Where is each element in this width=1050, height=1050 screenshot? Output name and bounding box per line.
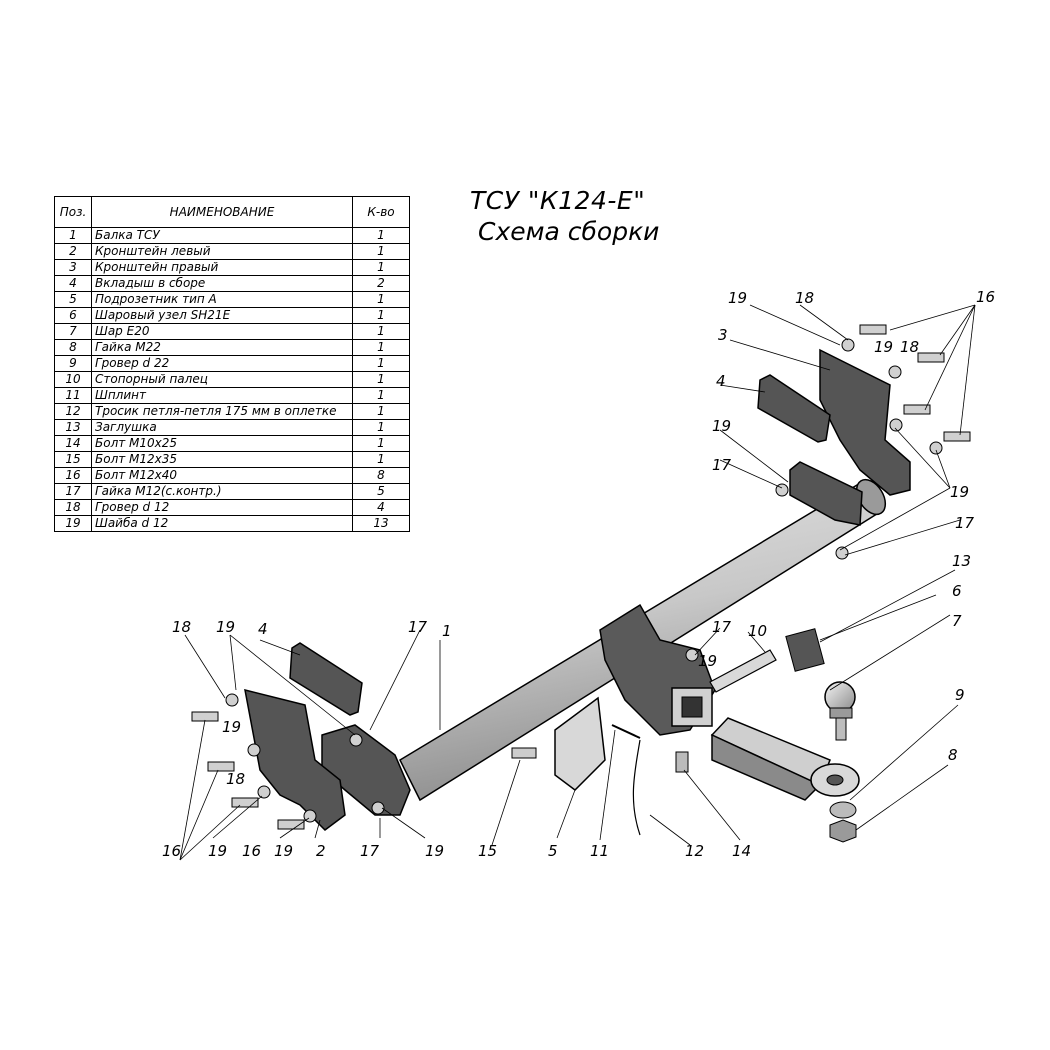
callout-10: 10 [748,622,767,640]
callout-3: 3 [718,326,728,344]
part-name: Вкладыш в сборе [91,275,353,292]
callout-17-a: 17 [408,618,428,636]
bolt-m10 [675,751,689,773]
bolt-m12x35 [511,747,537,759]
callout-5: 5 [548,842,558,860]
callout-17-b: 17 [360,842,380,860]
fasteners [191,324,971,830]
callout-19-b: 19 [222,718,241,736]
ball-mount [710,717,860,801]
callout-18-b: 18 [226,770,245,788]
drawing-title: ТСУ "К124-Е" [470,186,646,215]
callout-7: 7 [952,612,962,630]
callout-17-d: 17 [712,456,732,474]
callout-18-a: 18 [172,618,191,636]
part-name: Болт М12х40 [91,467,353,484]
plug [785,628,825,672]
callout-15: 15 [478,842,497,860]
header-qty: К-во [352,196,410,228]
callout-9: 9 [955,686,965,704]
insert-right [757,374,831,443]
leader-lines [179,304,976,861]
callout-4-right: 4 [716,372,726,390]
callout-18-d: 18 [900,338,919,356]
callout-18-c: 18 [795,289,814,307]
part-name: Болт М12х35 [91,451,353,468]
callout-6: 6 [952,582,962,600]
bracket-right [819,348,911,496]
callout-4-left: 4 [258,620,268,638]
part-pos: 11 [54,387,92,404]
callout-17-c: 17 [712,618,732,636]
part-qty: 1 [352,243,410,260]
part-name: Шплинт [91,387,353,404]
title-block: ТСУ "К124-Е" Схема сборки [470,186,710,246]
callouts: 1 2 3 4 4 5 6 7 8 9 10 11 12 13 14 15 16… [162,288,995,860]
cable [632,739,641,836]
part-name: Подрозетник тип А [91,291,353,308]
callout-16-left-a: 16 [162,842,181,860]
part-pos: 16 [54,467,92,484]
part-name: Гайка М12(с.контр.) [91,483,353,500]
cotter-pin [611,724,641,739]
callout-17-e: 17 [955,514,975,532]
callout-11: 11 [590,842,609,860]
part-name: Шайба d 12 [91,515,353,532]
tow-ball [824,681,856,741]
drawing-subtitle: Схема сборки [478,217,660,246]
beam-tsu [321,461,887,816]
callout-19-a: 19 [216,618,235,636]
callout-19-f: 19 [698,652,717,670]
socket-plate [554,696,606,791]
callout-16-right: 16 [976,288,995,306]
callout-12: 12 [685,842,704,860]
callout-19-j: 19 [950,483,969,501]
insert-left [289,642,363,716]
callout-19-g: 19 [712,417,731,435]
callout-19-e: 19 [425,842,444,860]
parts-table-header: Поз. НАИМЕНОВАНИЕ К-во [54,196,410,228]
callout-19-c: 19 [208,842,227,860]
callout-1: 1 [442,622,452,640]
part-name: Кронштейн правый [91,259,353,276]
callout-19-h: 19 [728,289,747,307]
callout-2: 2 [316,842,326,860]
callout-19-d: 19 [274,842,293,860]
callout-14: 14 [732,842,751,860]
washer-d22 [829,801,857,819]
part-name: Тросик петля-петля 175 мм в оплетке [91,403,353,420]
bracket-left [244,688,346,831]
header-pos: Поз. [54,196,92,228]
locking-pin [709,649,777,693]
callout-19-i: 19 [874,338,893,356]
callout-16-left-b: 16 [242,842,261,860]
part-qty: 13 [352,515,410,532]
part-pos: 19 [54,515,92,532]
nut-m22 [829,819,857,843]
callout-8: 8 [948,746,958,764]
callout-13: 13 [952,552,971,570]
